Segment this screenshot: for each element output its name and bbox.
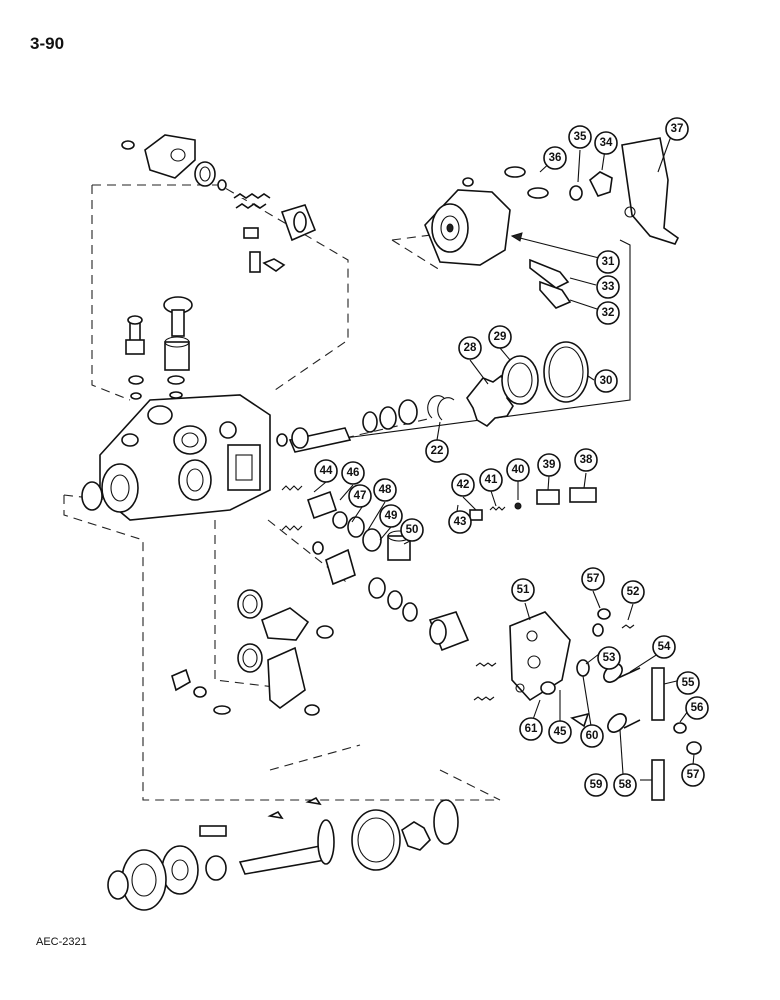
- svg-text:52: 52: [627, 586, 640, 598]
- svg-text:51: 51: [517, 584, 530, 596]
- callout-34: 34: [594, 131, 618, 155]
- figure-code: AEC-2321: [36, 936, 87, 948]
- callout-53: 53: [597, 646, 621, 670]
- svg-text:58: 58: [619, 779, 632, 791]
- callout-45: 45: [548, 720, 572, 744]
- callout-33: 33: [596, 275, 620, 299]
- svg-text:45: 45: [554, 726, 567, 738]
- svg-text:49: 49: [385, 510, 398, 522]
- top-cover-assembly: [121, 134, 317, 273]
- page-number: 3-90: [30, 34, 65, 53]
- svg-text:48: 48: [379, 484, 392, 496]
- svg-text:59: 59: [590, 779, 603, 791]
- callout-37: 37: [665, 117, 689, 141]
- callout-39: 39: [537, 453, 561, 477]
- callout-28: 28: [458, 336, 482, 360]
- callout-31: 31: [596, 250, 620, 274]
- callout-61: 61: [519, 717, 543, 741]
- svg-text:44: 44: [320, 465, 333, 477]
- shaft-components: [276, 341, 589, 453]
- callout-50: 50: [400, 518, 424, 542]
- svg-text:30: 30: [600, 375, 613, 387]
- callout-40: 40: [506, 458, 530, 482]
- callout-54: 54: [652, 635, 676, 659]
- svg-text:57: 57: [587, 573, 600, 585]
- callout-59: 59: [584, 773, 608, 797]
- svg-text:55: 55: [682, 677, 695, 689]
- callout-55: 55: [676, 671, 700, 695]
- svg-text:60: 60: [586, 730, 599, 742]
- svg-text:34: 34: [600, 137, 613, 149]
- callout-38: 38: [574, 448, 598, 472]
- callout-47: 47: [348, 484, 372, 508]
- svg-text:33: 33: [602, 281, 615, 293]
- callout-29: 29: [488, 325, 512, 349]
- svg-text:54: 54: [658, 641, 671, 653]
- callout-46: 46: [341, 461, 365, 485]
- callout-22: 22: [425, 439, 449, 463]
- svg-text:22: 22: [431, 445, 444, 457]
- callout-56: 56: [685, 696, 709, 720]
- callout-41: 41: [479, 468, 503, 492]
- callout-32: 32: [596, 301, 620, 325]
- svg-text:57: 57: [687, 769, 700, 781]
- solenoid-housing: [424, 137, 680, 309]
- svg-text:46: 46: [347, 467, 360, 479]
- callout-51: 51: [511, 578, 535, 602]
- svg-text:41: 41: [485, 474, 498, 486]
- drive-shaft-assembly: [107, 796, 459, 911]
- svg-text:29: 29: [494, 331, 507, 343]
- callout-43: 43: [448, 510, 472, 534]
- pump-housing: [81, 394, 271, 521]
- svg-text:42: 42: [457, 479, 470, 491]
- svg-text:35: 35: [574, 131, 587, 143]
- callout-42: 42: [451, 473, 475, 497]
- svg-text:61: 61: [525, 723, 538, 735]
- callout-57-top: 57: [581, 567, 605, 591]
- svg-text:43: 43: [454, 516, 467, 528]
- callout-44: 44: [314, 459, 338, 483]
- callout-60: 60: [580, 724, 604, 748]
- callout-49: 49: [379, 504, 403, 528]
- callout-58: 58: [613, 773, 637, 797]
- svg-text:36: 36: [549, 152, 562, 164]
- svg-text:56: 56: [691, 702, 704, 714]
- svg-text:47: 47: [354, 490, 367, 502]
- valve-assembly: [125, 296, 193, 400]
- svg-text:38: 38: [580, 454, 593, 466]
- svg-text:40: 40: [512, 464, 525, 476]
- svg-text:37: 37: [671, 123, 684, 135]
- svg-text:32: 32: [602, 307, 615, 319]
- svg-text:50: 50: [406, 524, 419, 536]
- callout-48: 48: [373, 478, 397, 502]
- callout-36: 36: [543, 146, 567, 170]
- callout-30: 30: [594, 369, 618, 393]
- callout-57-bottom: 57: [681, 763, 705, 787]
- svg-text:31: 31: [602, 256, 615, 268]
- svg-text:39: 39: [543, 459, 556, 471]
- callout-52: 52: [621, 580, 645, 604]
- svg-text:28: 28: [464, 342, 477, 354]
- svg-text:53: 53: [603, 652, 616, 664]
- callout-leaders: [313, 127, 695, 781]
- callout-35: 35: [568, 125, 592, 149]
- cover-plates: [171, 589, 334, 716]
